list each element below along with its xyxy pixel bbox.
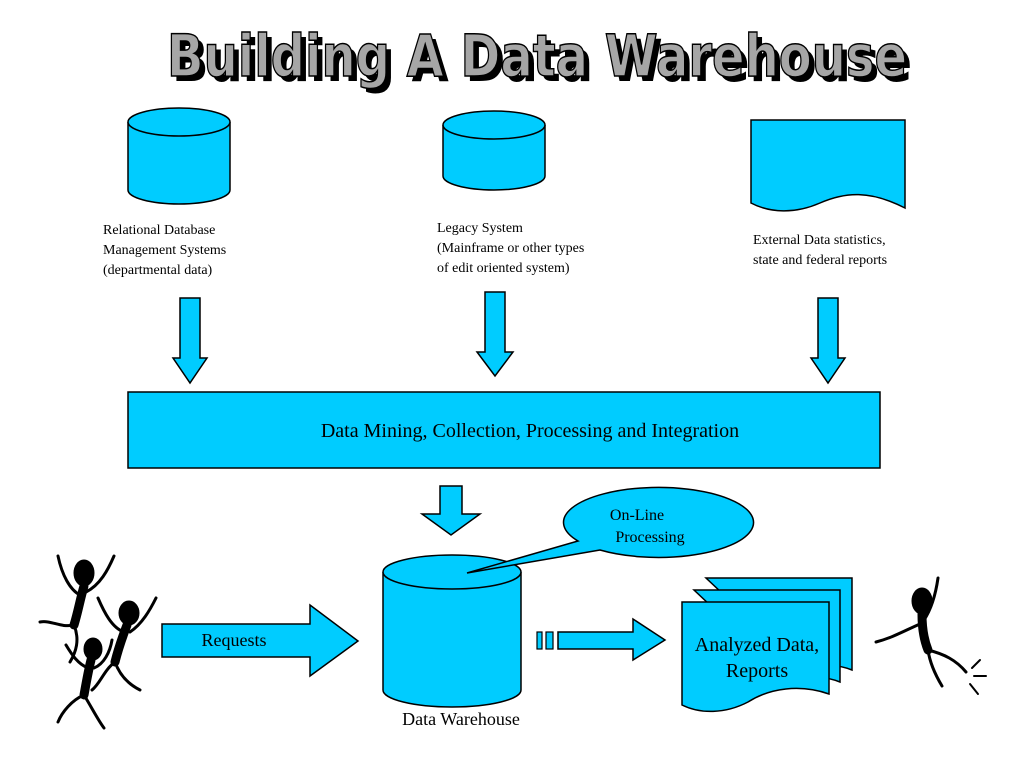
warehouse-label: Data Warehouse bbox=[402, 709, 520, 729]
output-arrow-icon bbox=[536, 617, 667, 662]
title-shadow: Building A Data Warehouse bbox=[172, 27, 912, 95]
requests-label: Requests bbox=[202, 630, 267, 650]
title-text: Building A Data Warehouse bbox=[167, 22, 907, 90]
arrow-down-relational-icon bbox=[171, 297, 209, 385]
online-processing-callout bbox=[466, 486, 755, 574]
integration-box bbox=[127, 391, 881, 469]
legacy-label-line3: of edit oriented system) bbox=[437, 261, 570, 276]
external-label-line2: state and federal reports bbox=[753, 253, 887, 268]
requests-arrow-icon bbox=[161, 603, 360, 678]
output-label-line2: Reports bbox=[726, 660, 788, 682]
external-data-document-icon bbox=[750, 119, 906, 212]
relational-db-cylinder-icon bbox=[127, 107, 231, 205]
relational-label-line3: (departmental data) bbox=[103, 263, 213, 278]
callout-label-line1: On-Line bbox=[610, 507, 664, 524]
relational-label-line1: Relational Database bbox=[103, 223, 215, 238]
external-label-line1: External Data statistics, bbox=[753, 233, 886, 248]
legacy-system-cylinder-icon bbox=[442, 110, 546, 191]
happy-user-figure-icon bbox=[874, 576, 987, 695]
reports-document-stack-icon bbox=[681, 577, 853, 713]
arrow-down-warehouse-icon bbox=[419, 485, 483, 536]
arrow-down-external-icon bbox=[809, 297, 847, 385]
legacy-label-line1: Legacy System bbox=[437, 221, 523, 236]
legacy-label-line2: (Mainframe or other types bbox=[437, 241, 584, 256]
dancing-users-figures-icon bbox=[38, 554, 158, 730]
output-label-line1: Analyzed Data, bbox=[695, 634, 819, 656]
page-title: Building A Data Warehouse Building A Dat… bbox=[166, 21, 912, 95]
data-warehouse-cylinder-icon bbox=[382, 554, 522, 708]
integration-label: Data Mining, Collection, Processing and … bbox=[321, 420, 739, 442]
arrow-down-legacy-icon bbox=[475, 291, 515, 378]
callout-label-line2: Processing bbox=[615, 529, 684, 546]
relational-label-line2: Management Systems bbox=[103, 243, 226, 258]
